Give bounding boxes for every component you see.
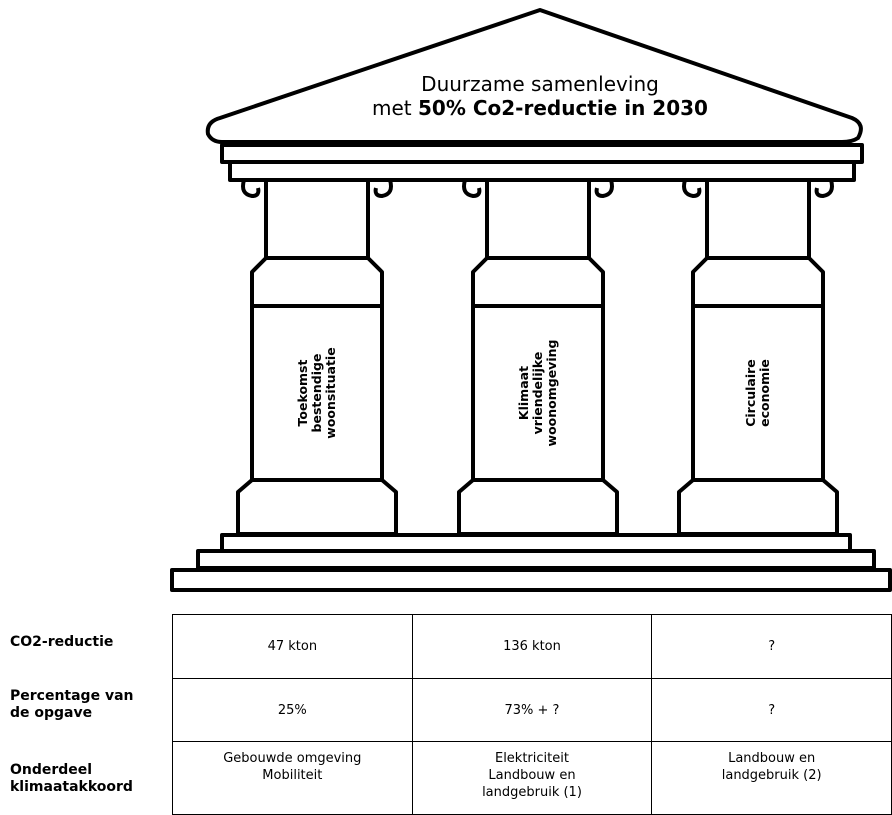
roof-title-bold: 50% Co2-reductie in 2030: [418, 96, 708, 120]
pillar-label-line: woonomgeving: [544, 339, 559, 447]
cell-text: Landbouw en: [728, 751, 816, 766]
row-label-line: de opgave: [10, 705, 93, 721]
stair-bottom: [170, 568, 892, 592]
stair-top: [220, 533, 852, 553]
table-cell: ?: [651, 678, 892, 742]
pillar-label-2: Klimaat vriendelijke woonomgeving: [504, 283, 572, 503]
temple-diagram: [170, 8, 892, 592]
cell-text: landgebruik (1): [482, 785, 582, 800]
pillar-label-line: vriendelijke: [530, 351, 545, 435]
table-cell: Gebouwde omgeving Mobiliteit: [172, 741, 413, 815]
cell-text: 47 kton: [267, 639, 318, 654]
stair-middle: [196, 549, 876, 570]
pillar-label-line: economie: [757, 359, 772, 427]
cell-text: 136 kton: [503, 639, 561, 654]
table-cell: 136 kton: [411, 614, 653, 679]
pillar-label-line: Circulaire: [743, 359, 758, 427]
pillar-label-line: woonsituatie: [323, 347, 338, 439]
roof-title-line-1: Duurzame samenleving: [421, 72, 659, 96]
reduction-table: 47 kton 136 kton ? 25% 73% + ? ? Gebouwd…: [172, 614, 892, 815]
entablature-bottom: [228, 160, 856, 182]
row-label-line: Onderdeel: [10, 762, 93, 778]
pillar-label-3: Circulaire economie: [724, 283, 792, 503]
pillar-label-1: Toekomst bestendige woonsituatie: [283, 283, 351, 503]
cell-text: landgebruik (2): [721, 768, 822, 783]
table-row: Gebouwde omgeving Mobiliteit Elektricite…: [172, 741, 892, 815]
cell-text: ?: [768, 639, 776, 654]
entablature-top: [220, 143, 864, 164]
cell-text: 73% + ?: [504, 702, 560, 718]
cell-text: 25%: [277, 702, 307, 718]
row-label-co2-reductie: CO2-reductie: [10, 634, 170, 651]
row-label-line: Percentage van: [10, 688, 134, 704]
table-row: 25% 73% + ? ?: [172, 678, 892, 742]
table-cell: ?: [651, 614, 892, 679]
temple-roof: [205, 8, 863, 144]
pillar-label-line: Klimaat: [516, 365, 531, 421]
roof-title-prefix: met: [372, 96, 418, 120]
table-cell: Landbouw en landgebruik (2): [651, 741, 892, 815]
row-label-percentage: Percentage van de opgave: [10, 688, 170, 722]
roof-title-line-2: met 50% Co2-reductie in 2030: [330, 96, 750, 120]
table-cell: 47 kton: [172, 614, 413, 679]
row-label-line: CO2-reductie: [10, 634, 114, 650]
pillar-label-line: bestendige: [309, 353, 324, 433]
cell-text: Gebouwde omgeving: [223, 751, 362, 766]
cell-text: ?: [768, 702, 776, 718]
row-label-line: klimaatakkoord: [10, 779, 133, 795]
table-row: 47 kton 136 kton ?: [172, 614, 892, 679]
cell-text: Mobiliteit: [262, 768, 323, 783]
table-cell: 73% + ?: [411, 678, 653, 742]
cell-text: Elektriciteit: [494, 751, 569, 766]
cell-text: Landbouw en: [488, 768, 576, 783]
row-label-onderdeel: Onderdeel klimaatakkoord: [10, 762, 170, 796]
table-cell: Elektriciteit Landbouw en landgebruik (1…: [411, 741, 653, 815]
table-cell: 25%: [172, 678, 413, 742]
pillar-label-line: Toekomst: [295, 359, 310, 427]
